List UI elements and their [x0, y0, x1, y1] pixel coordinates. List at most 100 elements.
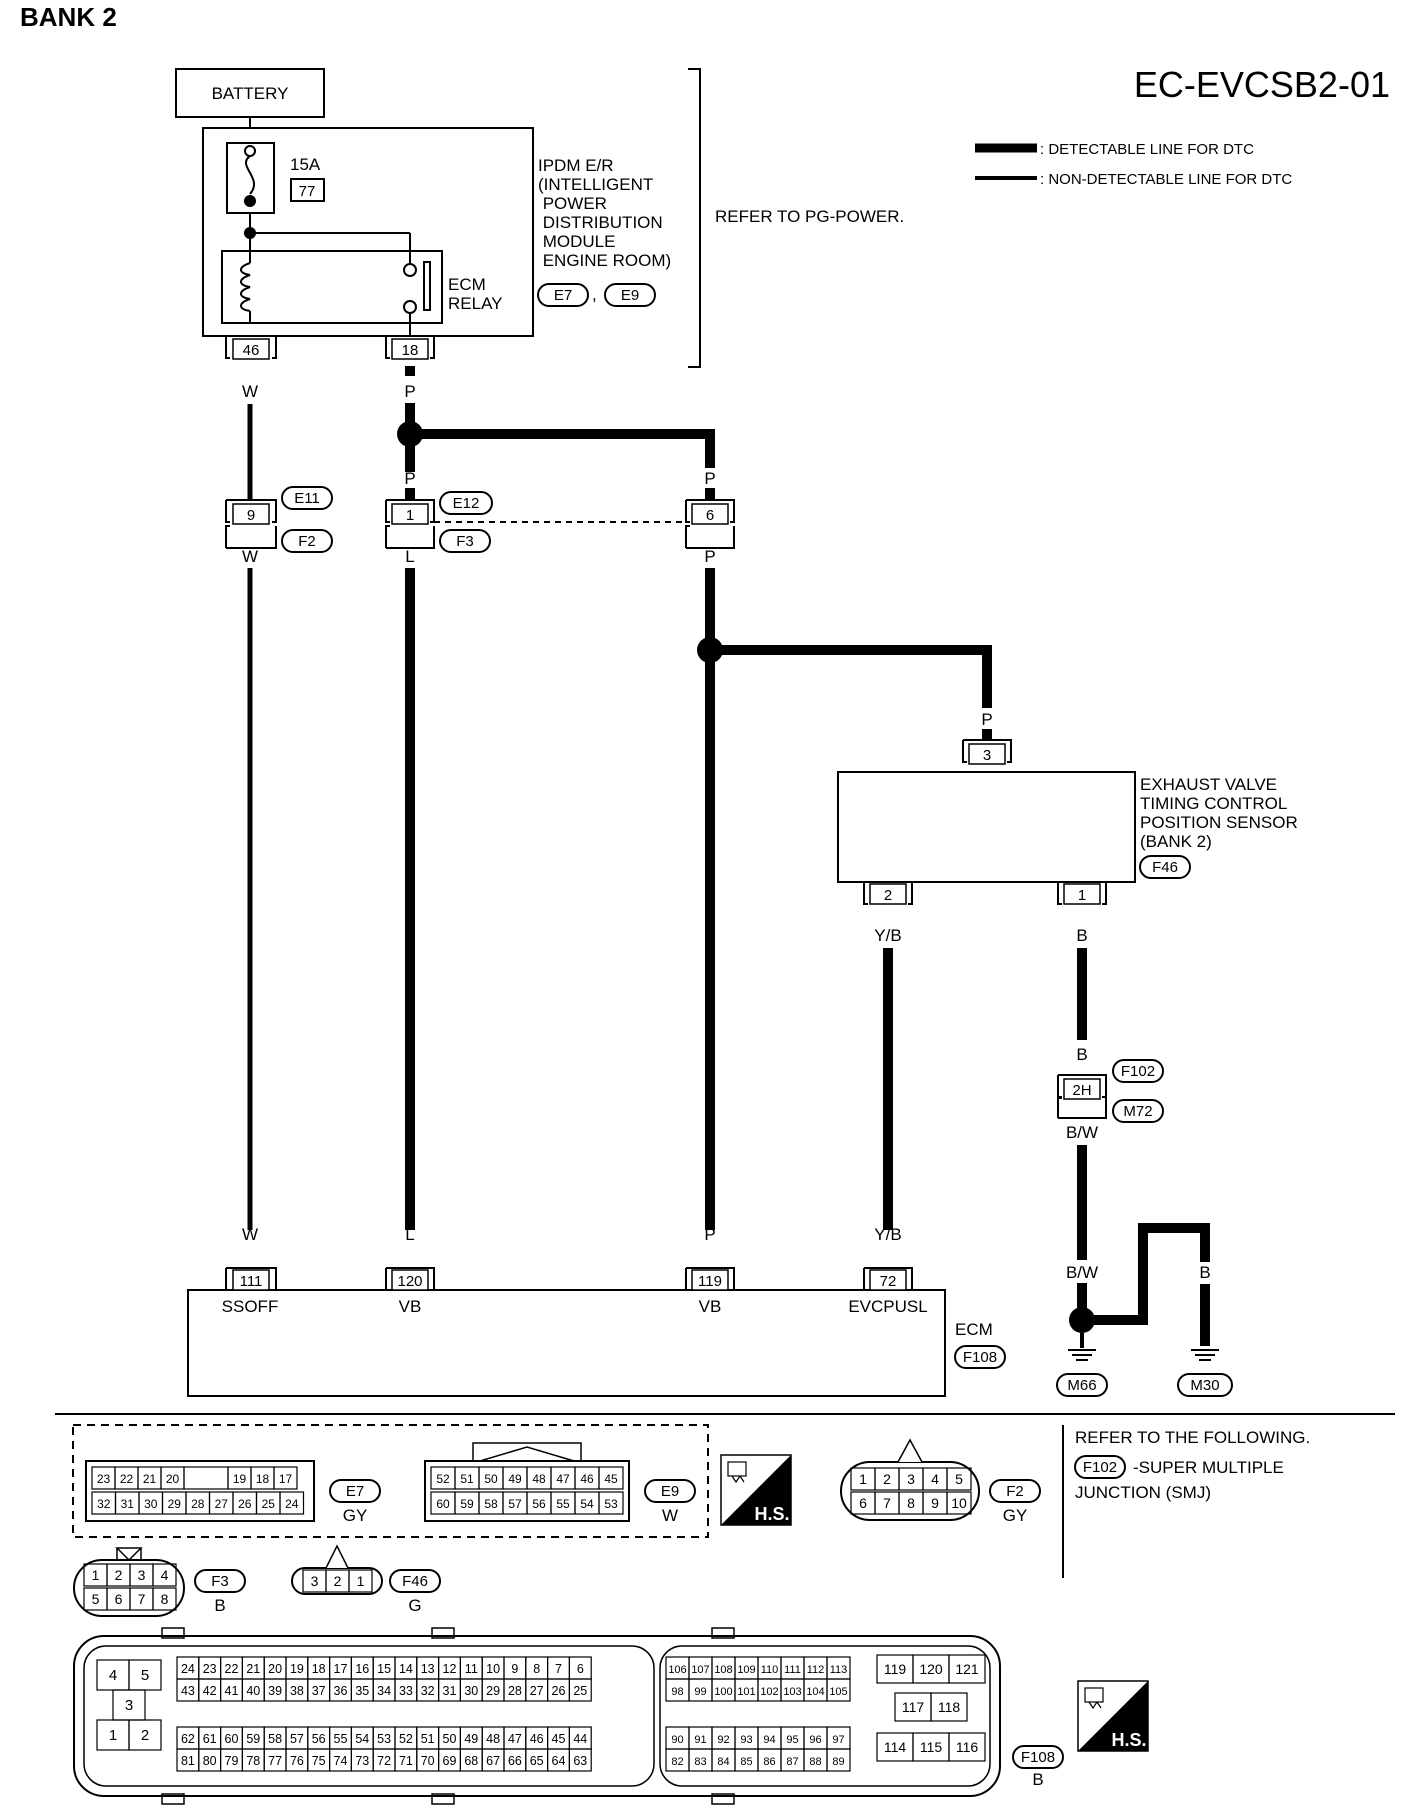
f108-pin-9: 9 — [503, 1656, 527, 1680]
svg-text:24: 24 — [181, 1662, 195, 1676]
e7-pin-24: 24 — [279, 1491, 305, 1515]
svg-text:83: 83 — [694, 1756, 706, 1768]
junction-pin-9: 9 — [247, 507, 255, 524]
svg-text:62: 62 — [181, 1732, 195, 1746]
svg-text:68: 68 — [464, 1754, 478, 1768]
view-f108-color: B — [1032, 1770, 1043, 1789]
svg-text:110: 110 — [761, 1664, 779, 1676]
wire-label-l-bot: L — [405, 1225, 414, 1244]
f108-pin-80: 80 — [198, 1748, 222, 1772]
f108-pin-72: 72 — [372, 1748, 396, 1772]
svg-text:116: 116 — [956, 1739, 979, 1755]
f108-pin-38: 38 — [285, 1678, 309, 1702]
svg-text:19: 19 — [233, 1472, 247, 1486]
hs-label-2: H.S. — [1111, 1730, 1146, 1750]
f108-pin-2: 2 — [128, 1719, 162, 1751]
e9-pin-45: 45 — [598, 1466, 624, 1490]
wire-label-b-3: B — [1137, 1263, 1148, 1282]
f108-pin-110: 110 — [757, 1656, 782, 1680]
f108-pin-30: 30 — [459, 1678, 483, 1702]
svg-text:85: 85 — [740, 1756, 752, 1768]
svg-text:43: 43 — [181, 1684, 195, 1698]
ground-m66: M66 — [1056, 1349, 1108, 1397]
svg-text:31: 31 — [443, 1684, 457, 1698]
svg-text:27: 27 — [215, 1497, 229, 1511]
junction-pin-6: 6 — [706, 507, 714, 524]
svg-text:49: 49 — [464, 1732, 478, 1746]
f108-pin-28: 28 — [503, 1678, 527, 1702]
svg-text:2: 2 — [334, 1573, 342, 1589]
f108-pin-26: 26 — [546, 1678, 570, 1702]
svg-text:121: 121 — [955, 1661, 979, 1677]
svg-text:56: 56 — [532, 1497, 546, 1511]
svg-text:2: 2 — [115, 1567, 123, 1583]
e9-pin-48: 48 — [526, 1466, 552, 1490]
svg-text:63: 63 — [573, 1754, 587, 1768]
e9-pin-55: 55 — [550, 1491, 576, 1515]
legend: : DETECTABLE LINE FOR DTC : NON-DETECTAB… — [975, 141, 1292, 188]
svg-text:40: 40 — [246, 1684, 260, 1698]
f3-pin-8: 8 — [152, 1587, 177, 1611]
refer-pg-power: REFER TO PG-POWER. — [715, 207, 904, 226]
svg-text:54: 54 — [580, 1497, 594, 1511]
svg-text:102: 102 — [760, 1686, 778, 1698]
wire-label-w-bot: W — [242, 1225, 258, 1244]
f108-pin-91: 91 — [688, 1726, 713, 1750]
svg-text:88: 88 — [809, 1756, 821, 1768]
f108-pin-22: 22 — [220, 1656, 244, 1680]
f2-pin-5: 5 — [946, 1467, 972, 1491]
f108-pin-85: 85 — [734, 1748, 759, 1772]
svg-text:32: 32 — [421, 1684, 435, 1698]
svg-text:101: 101 — [737, 1686, 755, 1698]
f108-pin-97: 97 — [826, 1726, 851, 1750]
svg-text:20: 20 — [268, 1662, 282, 1676]
svg-text:7: 7 — [555, 1662, 562, 1676]
svg-text:7: 7 — [883, 1495, 891, 1511]
svg-text:47: 47 — [508, 1732, 522, 1746]
sensor-label-3: POSITION SENSOR — [1140, 813, 1298, 832]
svg-text:8: 8 — [533, 1662, 540, 1676]
f108-pin-24: 24 — [176, 1656, 200, 1680]
f108-pin-11: 11 — [459, 1656, 483, 1680]
ipdm-label-6: ENGINE ROOM) — [538, 251, 671, 270]
f108-pin-63: 63 — [568, 1748, 592, 1772]
svg-text:84: 84 — [717, 1756, 729, 1768]
svg-text:75: 75 — [312, 1754, 326, 1768]
svg-text:115: 115 — [920, 1739, 943, 1755]
f108-pin-54: 54 — [350, 1726, 374, 1750]
e9-pin-53: 53 — [598, 1491, 624, 1515]
view-e9-color: W — [662, 1506, 678, 1525]
f3-pin-4: 4 — [152, 1563, 177, 1587]
f108-pin-43: 43 — [176, 1678, 200, 1702]
ipdm-label-3: POWER — [538, 194, 607, 213]
svg-text:92: 92 — [717, 1734, 729, 1746]
svg-text:86: 86 — [763, 1756, 775, 1768]
f108-pin-81: 81 — [176, 1748, 200, 1772]
f108-pin-40: 40 — [241, 1678, 265, 1702]
f108-pin-48: 48 — [481, 1726, 505, 1750]
svg-text:113: 113 — [830, 1664, 848, 1676]
wire-label-p-bot: P — [704, 1225, 715, 1244]
f108-pin-47: 47 — [503, 1726, 527, 1750]
svg-text:13: 13 — [421, 1662, 435, 1676]
view-e9-id: E9 — [661, 1483, 679, 1500]
f108-pin-39: 39 — [263, 1678, 287, 1702]
ipdm-conn-e7: E7 — [554, 287, 572, 304]
svg-text:47: 47 — [556, 1472, 570, 1486]
ipdm-conn-sep: , — [592, 285, 597, 304]
wire-label-w-top: W — [242, 382, 258, 401]
f108-pin-75: 75 — [307, 1748, 331, 1772]
svg-text:52: 52 — [399, 1732, 413, 1746]
svg-text:25: 25 — [262, 1497, 276, 1511]
ecm-signal-vb-2: VB — [699, 1297, 722, 1316]
view-e7-id: E7 — [346, 1483, 364, 1500]
svg-text:4: 4 — [161, 1567, 169, 1583]
svg-text:14: 14 — [399, 1662, 413, 1676]
svg-text:108: 108 — [714, 1664, 732, 1676]
svg-text:95: 95 — [786, 1734, 798, 1746]
svg-text:87: 87 — [786, 1756, 798, 1768]
wire-label-p-5: P — [981, 710, 992, 729]
f3-pin-3: 3 — [129, 1563, 154, 1587]
f108-pin-6: 6 — [568, 1656, 592, 1680]
e7-pin-18: 18 — [250, 1466, 275, 1490]
